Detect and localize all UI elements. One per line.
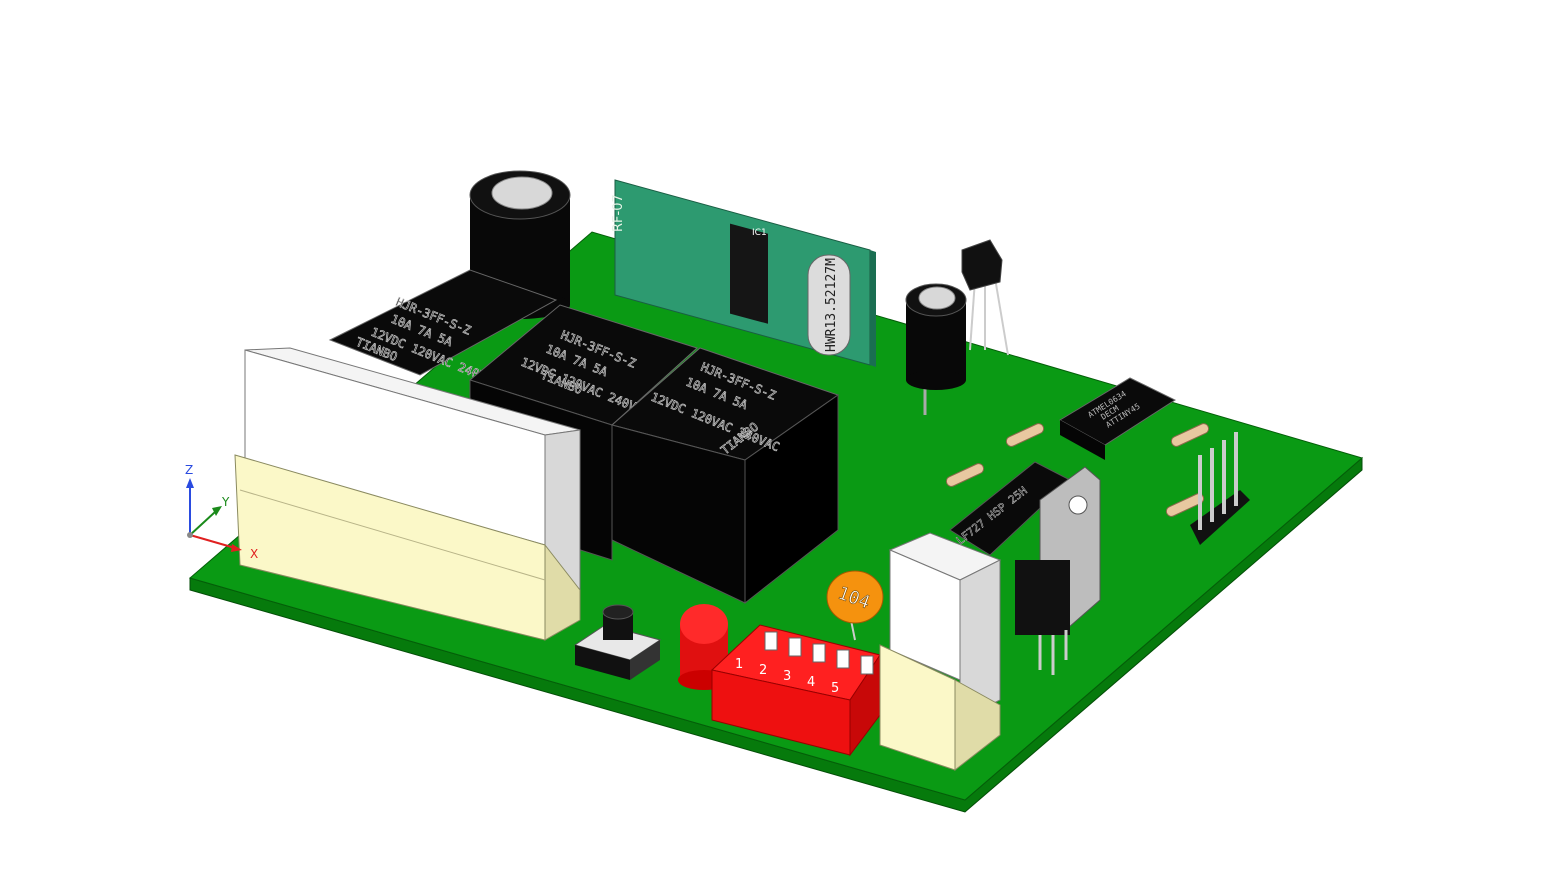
dip-switch-toggle <box>812 643 826 663</box>
y-axis-label: Y <box>221 495 230 509</box>
terminal-block-connector <box>234 347 581 641</box>
ceramic-capacitor: 104 <box>826 570 884 641</box>
rf-ic-label: IC1 <box>752 228 767 238</box>
dip-switch-toggle <box>836 649 850 669</box>
resistors <box>945 423 1210 517</box>
dip-switch-number: 4 <box>807 675 815 690</box>
electrolytic-capacitor-small <box>905 283 967 415</box>
axis-triad: Z Y X <box>185 463 258 561</box>
dip-switch-number: 1 <box>735 657 743 672</box>
crystal-oscillator: HWR13.52127M <box>807 254 851 356</box>
tactile-push-button <box>573 604 662 680</box>
dip-switch-toggle <box>860 655 874 675</box>
mcu-dip8: ATMEL0634 DECM ATTINY45 <box>1059 377 1177 460</box>
x-axis-label: X <box>250 547 258 561</box>
rf-module-label: RF-07 <box>611 194 626 232</box>
two-pin-connector <box>879 532 1002 772</box>
pin-header <box>1190 432 1250 545</box>
dip-switch-number: 2 <box>759 663 767 678</box>
dip-switch-toggle <box>788 637 802 657</box>
dip-switch-toggle <box>764 631 778 651</box>
rf-module: RF-07 IC1 HWR13.52127M <box>611 179 876 367</box>
transistor-to92 <box>961 239 1009 356</box>
dip-switch-number: 5 <box>831 681 839 696</box>
relay-3: TIANBO HJR-3FF-S-Z 10A 7A 5A 12VDC 120VA… <box>610 347 840 605</box>
crystal-label: HWR13.52127M <box>824 258 839 352</box>
z-axis-label: Z <box>185 463 193 477</box>
dip-switch: 1 2 3 4 5 <box>710 624 881 757</box>
dip-switch-number: 3 <box>783 669 791 684</box>
